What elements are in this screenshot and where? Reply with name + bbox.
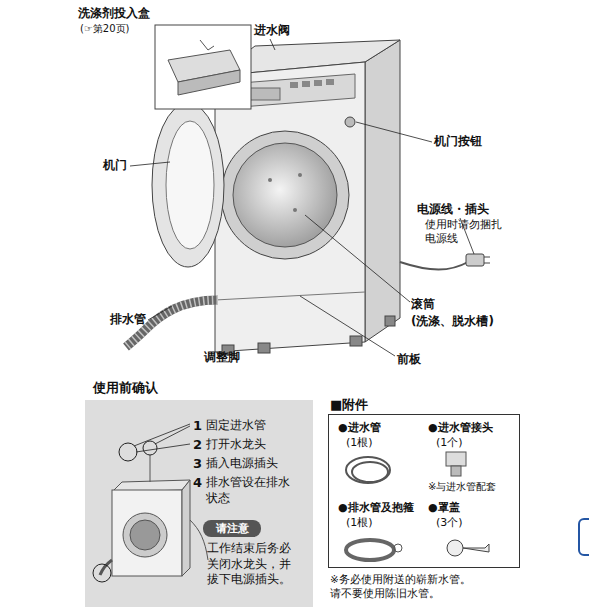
node-heading: 使用前确认 [93, 380, 158, 397]
node-text: 3 [193, 456, 202, 473]
button [302, 81, 310, 87]
node-text: 4 [193, 475, 202, 492]
page-tab [579, 519, 589, 555]
leader-line [305, 215, 410, 302]
node-heading: ■附件 [330, 397, 368, 414]
node-text: (1根) [346, 516, 373, 530]
node-text: ●排水管及抱箍 [338, 501, 414, 515]
part-label: 排水管 [110, 312, 146, 328]
side-face [365, 40, 400, 342]
node-heading: 请注意 [203, 520, 261, 537]
control-panel [228, 74, 355, 108]
node-text: 排水管设在排水 状态 [206, 475, 298, 506]
node-text: (3个) [436, 516, 463, 530]
part-label: 进水阀 [254, 23, 290, 39]
drum-hole [293, 208, 297, 212]
part-label: 前板 [397, 352, 421, 368]
door-ring [221, 131, 349, 259]
inset-frame [155, 25, 251, 109]
button [314, 80, 322, 86]
plug [466, 254, 484, 266]
part-label: 机门按钮 [434, 134, 482, 150]
node-text: (1个) [436, 436, 463, 450]
node-text: 打开水龙头 [206, 437, 266, 453]
leader-line [130, 162, 170, 166]
node-text: 固定进水管 [206, 418, 266, 434]
inset [155, 25, 251, 109]
drum [233, 143, 337, 247]
button [290, 82, 298, 88]
foot [350, 336, 362, 346]
part-label: 电源线・插头 [417, 202, 489, 218]
foot [385, 316, 395, 326]
note-badge: 请注意 [203, 520, 261, 537]
node-text: ●进水管接头 [428, 421, 493, 435]
display [240, 88, 280, 100]
foot [258, 343, 270, 353]
leader-line [270, 39, 275, 50]
hand [200, 40, 214, 50]
top-face [215, 40, 400, 76]
front-face [215, 62, 365, 352]
part-label: 洗涤剂投入盒 [78, 6, 150, 22]
node-text: ●进水管 [338, 421, 381, 435]
node-text: ※与进水管配套 [428, 480, 496, 493]
node-text: 2 [193, 437, 202, 454]
door-button [345, 117, 355, 127]
checklist-panel: 使用前确认 1固定进水管2打开水龙头3插入电源插头4排水管设在排水 状态工作结束后… [85, 378, 313, 607]
door [152, 103, 224, 267]
drum-hole [298, 173, 302, 177]
button [326, 79, 334, 85]
power-cord [400, 262, 468, 270]
part-label: 调整脚 [204, 350, 240, 366]
node-text: 工作结束后务必 关闭水龙头，并 拔下电源插头。 [207, 541, 307, 588]
part-label: (洗涤、脱水槽) [411, 314, 494, 330]
leader-line [356, 122, 432, 142]
leader-line [148, 306, 172, 320]
leader-line [300, 296, 395, 356]
node-text: (1根) [346, 436, 373, 450]
washing-machine [126, 40, 490, 355]
node-text: 1 [193, 418, 202, 435]
drum-hole [268, 178, 272, 182]
leader-lines [130, 39, 474, 356]
door-glass [166, 121, 214, 249]
node-text: 插入电源插头 [206, 456, 278, 472]
plug-pin [484, 257, 490, 258]
detergent-drawer [168, 50, 240, 82]
panel-seam [215, 292, 365, 300]
part-label: 使用时请勿捆扎 电源线 [425, 218, 507, 247]
part-label: 机门 [103, 158, 127, 174]
part-label: 滚筒 [411, 297, 435, 313]
drawer-front [178, 70, 240, 95]
accessory-box: ■附件●进水管(1根)●进水管接头(1个)※与进水管配套●排水管及抱箍(1根)●… [328, 397, 520, 568]
plug-pin [484, 263, 490, 264]
part-label: (☞第20页) [80, 22, 130, 35]
part-label: ※务必使用附送的崭新水管。 请不要使用陈旧水管。 [330, 573, 505, 600]
node-text: ●罩盖 [428, 501, 460, 515]
